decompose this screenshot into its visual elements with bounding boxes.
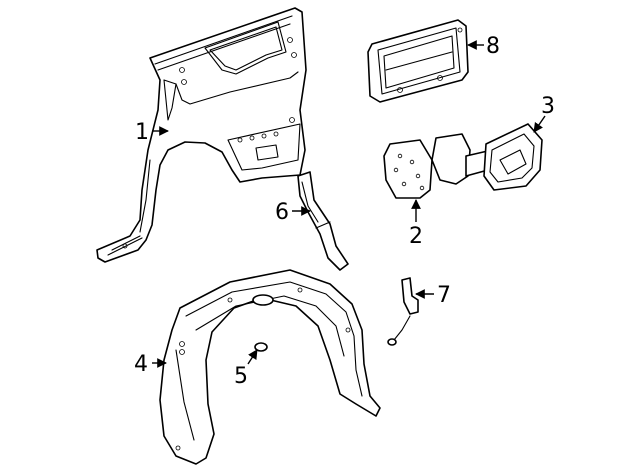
callout-2: 2	[409, 224, 423, 249]
leader-5	[247, 349, 258, 365]
callout-3: 3	[541, 94, 555, 119]
callout-1: 1	[135, 120, 149, 145]
clip-part	[254, 342, 268, 352]
fuel-door-part	[383, 139, 433, 199]
leader-lines	[152, 40, 546, 368]
callout-7: 7	[437, 283, 451, 308]
brace-part	[297, 171, 349, 271]
callout-4: 4	[134, 352, 148, 377]
fuel-door-housing-part	[367, 19, 469, 103]
bracket-part	[387, 277, 419, 346]
wheelhouse-liner-part	[159, 269, 381, 465]
callout-8: 8	[486, 34, 500, 59]
callout-6: 6	[275, 200, 289, 225]
callout-5: 5	[234, 364, 248, 389]
fuel-door-assembly-part	[431, 123, 543, 191]
leader-3	[533, 115, 546, 133]
quarter-panel-part	[96, 7, 307, 263]
